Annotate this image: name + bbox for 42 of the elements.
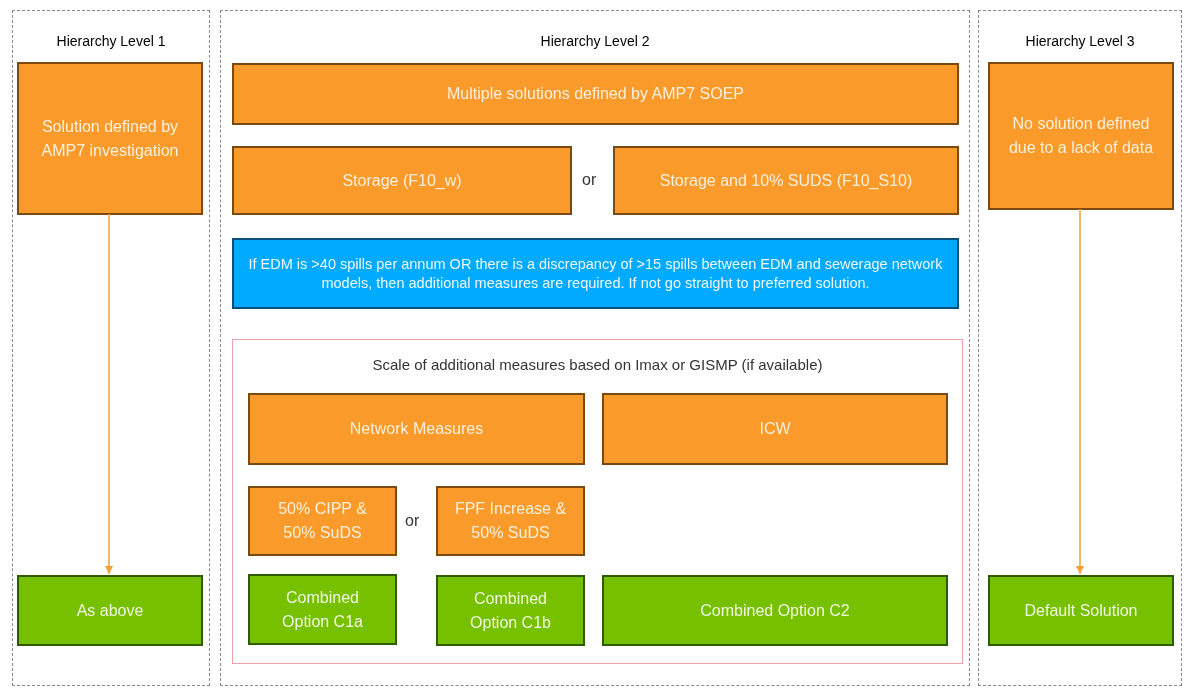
box-text: Storage and 10% SUDS (F10_S10) bbox=[659, 170, 913, 191]
box-text: Default Solution bbox=[1024, 600, 1138, 621]
hierarchy-column bbox=[220, 10, 970, 686]
box-text: Combined Option C2 bbox=[700, 600, 850, 621]
arrow bbox=[105, 213, 113, 575]
process-box bbox=[248, 486, 397, 556]
box-text: Solution defined by AMP7 investigation bbox=[40, 116, 180, 161]
heading-text: Hierarchy Level 3 bbox=[1024, 32, 1136, 51]
box-text: Combined Option C1b bbox=[469, 588, 552, 633]
result-box bbox=[436, 575, 585, 646]
condition-box bbox=[232, 238, 959, 309]
process-box bbox=[248, 393, 585, 465]
process-box bbox=[602, 393, 948, 465]
arrow bbox=[1076, 208, 1084, 575]
box-text: Network Measures bbox=[349, 419, 484, 439]
result-box bbox=[988, 575, 1174, 646]
process-box bbox=[988, 62, 1174, 210]
process-box bbox=[232, 63, 959, 125]
heading-text: Hierarchy Level 2 bbox=[539, 32, 651, 51]
box-text: No solution defined due to a lack of data bbox=[1007, 114, 1155, 158]
box-text: 50% CIPP & 50% SuDS bbox=[277, 499, 368, 543]
heading-text: Scale of additional measures based on Imax or GISMP (if available) bbox=[371, 355, 824, 375]
box-text: ICW bbox=[759, 419, 791, 439]
hierarchy-column bbox=[978, 10, 1182, 686]
process-box bbox=[436, 486, 585, 556]
or-label: or bbox=[405, 511, 420, 531]
process-box bbox=[17, 62, 203, 215]
or-label: or bbox=[582, 170, 597, 190]
box-text: Combined Option C1a bbox=[281, 587, 364, 632]
box-text: If EDM is >40 spills per annum OR there is a discrepancy of >15 spills between EDM and sewerage network models, then additional measures are required. If not go straight to preferred solution. bbox=[247, 254, 944, 293]
box-text: Multiple solutions defined by AMP7 SOEP bbox=[446, 84, 744, 104]
group-box bbox=[232, 339, 963, 664]
box-text: Storage (F10_w) bbox=[342, 170, 462, 191]
process-box bbox=[613, 146, 959, 215]
process-box bbox=[232, 146, 572, 215]
box-text: As above bbox=[76, 600, 144, 621]
result-box bbox=[602, 575, 948, 646]
result-box bbox=[248, 574, 397, 645]
box-text: FPF Increase & 50% SuDS bbox=[453, 499, 568, 543]
heading-text: Hierarchy Level 1 bbox=[55, 32, 167, 51]
result-box bbox=[17, 575, 203, 646]
hierarchy-column bbox=[12, 10, 210, 686]
